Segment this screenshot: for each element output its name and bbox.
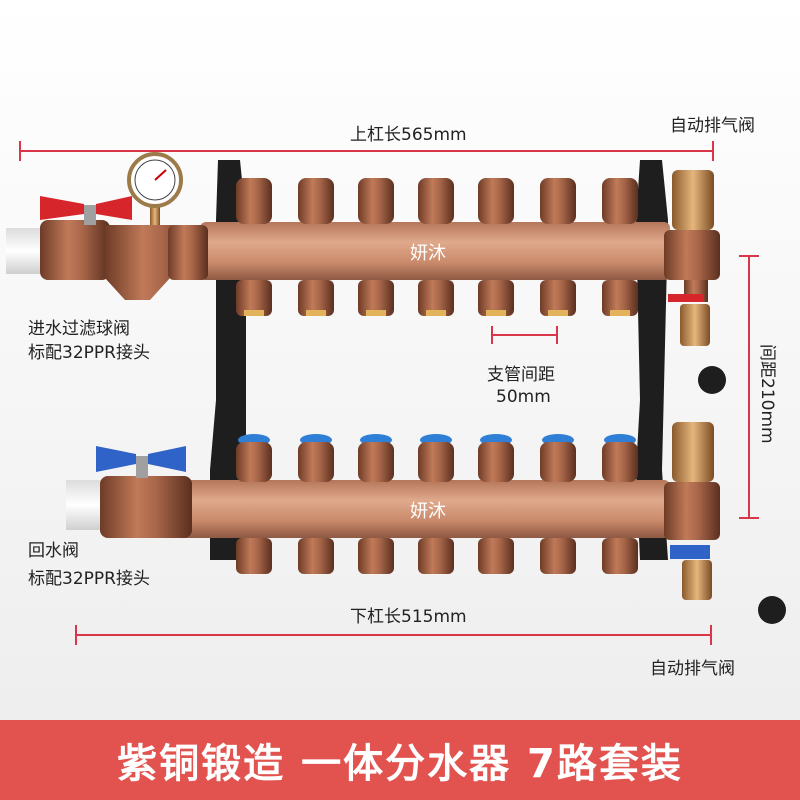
bottom-bar-dimension-cap-left: [75, 625, 77, 645]
return-branch-fittings: [236, 434, 638, 574]
return-valve-callout-line2: 标配32PPR接头: [28, 569, 150, 589]
promo-banner-text: 紫铜锻造 一体分水器 7路套装: [117, 741, 683, 787]
return-header-pipe: [180, 480, 670, 538]
brand-mark-top: 妍沐: [410, 243, 446, 264]
inlet-valve-callout-line1: 进水过滤球阀: [28, 319, 130, 339]
air-vent-bottom: [664, 422, 786, 624]
bottom-bar-dimension-cap-right: [710, 625, 712, 645]
branch-spacing-dimension-line: [492, 334, 558, 336]
spacing-dimension-cap-top: [739, 255, 759, 257]
branch-spacing-title: 支管间距: [487, 365, 555, 385]
top-bar-dimension-line: [20, 150, 714, 152]
top-bar-dimension-cap-left: [19, 141, 21, 161]
bottom-bar-dimension-line: [76, 634, 712, 636]
inlet-filter-ball-valve: [6, 196, 208, 300]
branch-spacing-cap-left: [491, 326, 493, 344]
supply-branch-fittings: [236, 178, 638, 316]
air-valve-top-callout: 自动排气阀: [670, 116, 755, 136]
pressure-gauge-icon: [127, 152, 183, 225]
spacing-dimension-line: [748, 256, 750, 518]
return-ball-valve: [66, 446, 192, 538]
branch-spacing-cap-right: [556, 326, 558, 344]
branch-spacing-value: 50mm: [496, 387, 551, 407]
top-bar-dimension-cap-right: [712, 141, 714, 161]
spacing-dimension-cap-bottom: [739, 517, 759, 519]
header-spacing: 间距210mm: [757, 344, 777, 444]
inlet-valve-callout-line2: 标配32PPR接头: [28, 343, 150, 363]
return-valve-callout-line1: 回水阀: [28, 541, 79, 561]
air-valve-bottom-callout: 自动排气阀: [650, 659, 735, 679]
promo-banner: 紫铜锻造 一体分水器 7路套装: [0, 720, 800, 800]
bottom-bar-length: 下杠长515mm: [350, 607, 467, 627]
supply-header-pipe: [200, 222, 670, 280]
manifold-illustration: [6, 152, 786, 624]
brand-mark-bottom: 妍沐: [410, 501, 446, 522]
air-vent-top: [664, 170, 726, 394]
top-bar-length: 上杠长565mm: [350, 125, 467, 145]
